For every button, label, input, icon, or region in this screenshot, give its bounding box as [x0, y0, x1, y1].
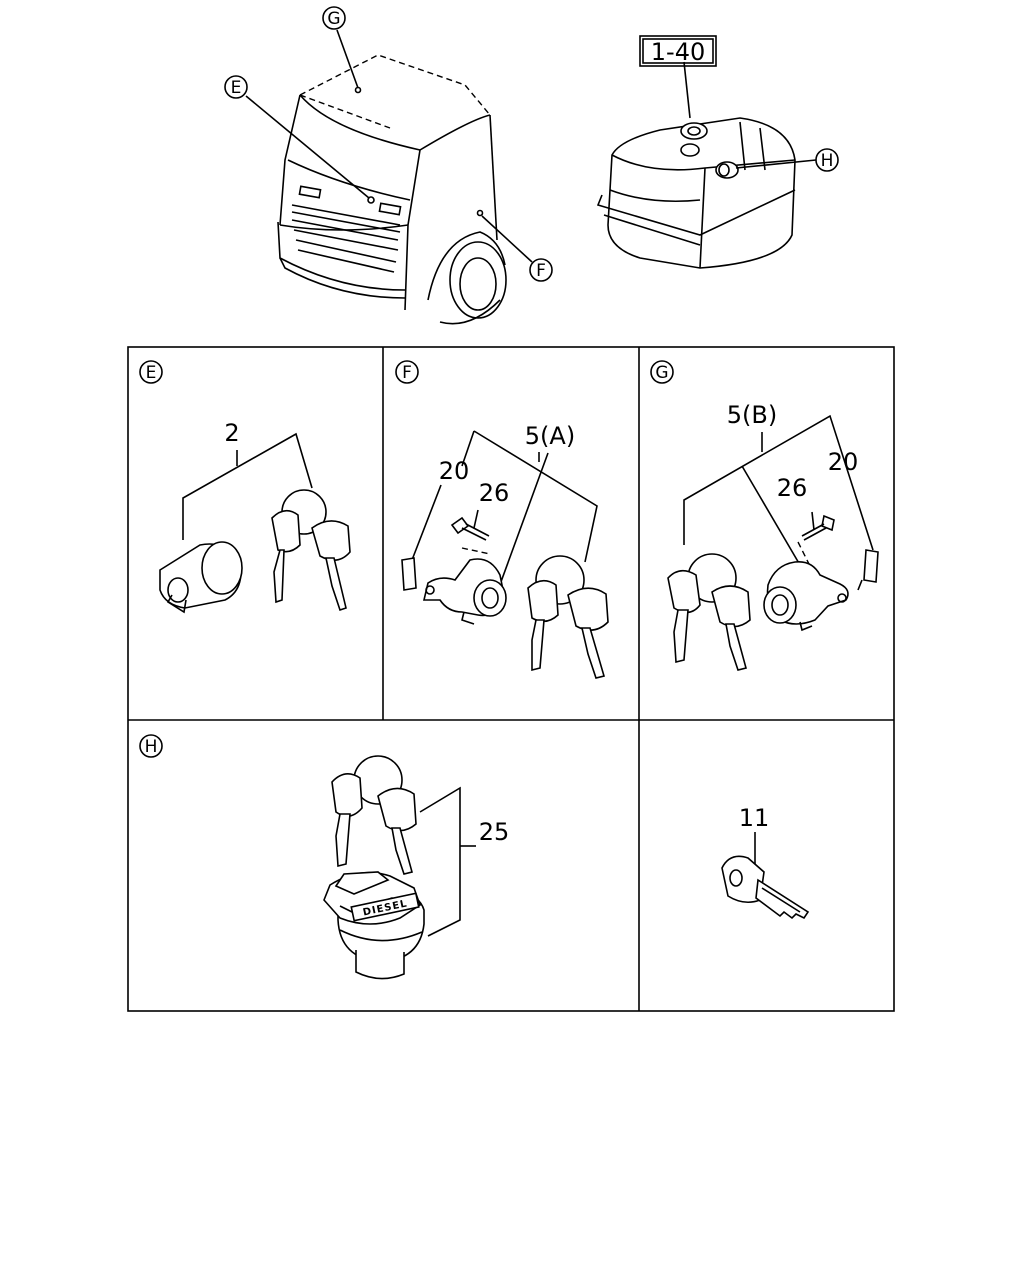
callout-h: H	[815, 148, 839, 172]
truck-cab-illustration	[245, 29, 533, 325]
callout-f: F	[529, 258, 553, 282]
svg-text:26: 26	[479, 479, 510, 507]
svg-text:1-40: 1-40	[651, 38, 705, 66]
svg-text:H: H	[821, 151, 834, 171]
callout-g: G	[322, 6, 346, 30]
svg-text:H: H	[145, 737, 158, 757]
svg-text:F: F	[402, 363, 412, 383]
svg-text:20: 20	[828, 448, 859, 476]
svg-text:G: G	[655, 363, 668, 383]
svg-text:5(B): 5(B)	[727, 401, 777, 429]
panel-key: 11	[721, 804, 810, 920]
svg-text:E: E	[231, 78, 242, 98]
svg-text:G: G	[327, 9, 340, 29]
panel-e: E 2	[139, 360, 351, 614]
callout-e: E	[224, 75, 248, 99]
svg-text:11: 11	[739, 804, 770, 832]
panel-grid	[127, 346, 895, 1012]
panel-g: G 5(B) 20 26	[650, 360, 879, 671]
svg-text:5(A): 5(A)	[525, 422, 575, 450]
svg-text:2: 2	[224, 419, 239, 447]
panel-f: F 5(A) 20 26	[395, 360, 609, 679]
fuel-tank-illustration	[596, 61, 817, 269]
svg-text:26: 26	[777, 474, 808, 502]
svg-text:20: 20	[439, 457, 470, 485]
svg-text:25: 25	[479, 818, 510, 846]
reference-box: 1-40	[639, 35, 717, 67]
svg-text:F: F	[536, 261, 546, 281]
svg-text:E: E	[146, 363, 157, 383]
panel-h: H 25 DIESEL	[139, 734, 510, 980]
